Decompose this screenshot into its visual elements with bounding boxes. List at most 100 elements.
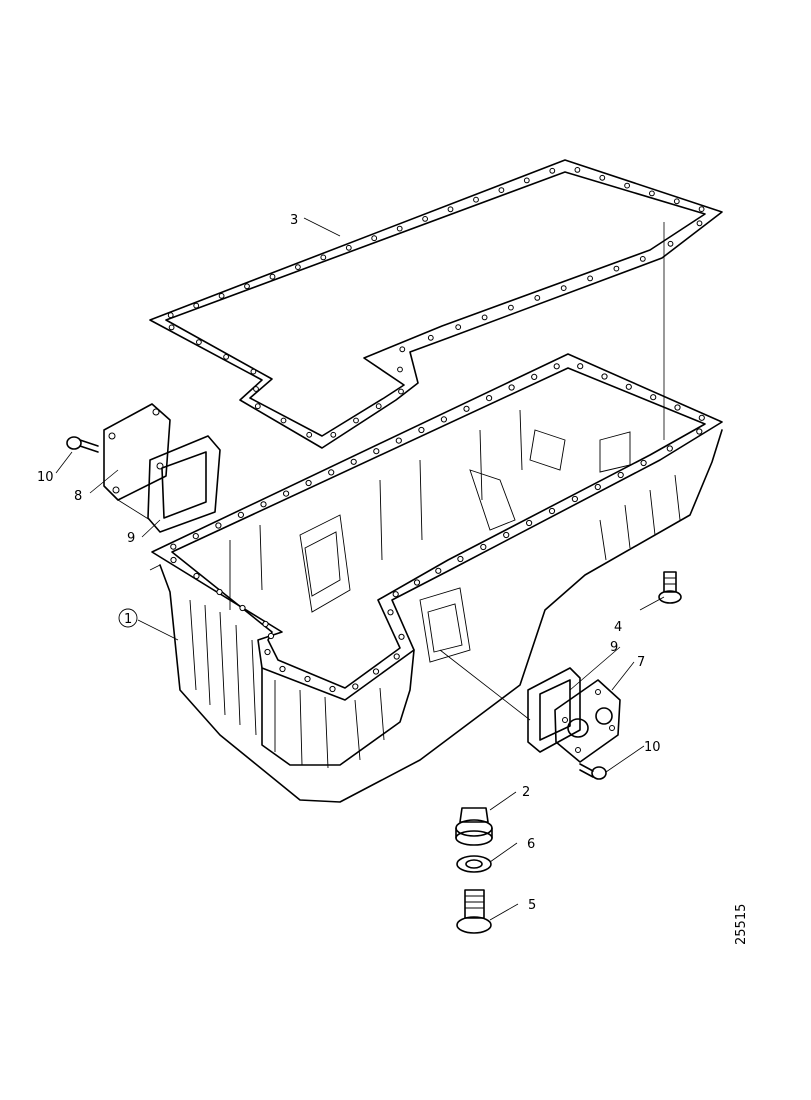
- bolt-hole: [560, 285, 567, 292]
- bolt-hole: [306, 431, 313, 438]
- callout-10-left: 10: [37, 470, 54, 485]
- bolt-hole: [353, 417, 359, 424]
- bolt-hole: [269, 273, 276, 280]
- callouts: 1 2 3 4 5 6 7 8 9 9 10 10: [37, 213, 661, 913]
- bolt-hole: [304, 675, 311, 683]
- oil-pan-gasket: [149, 159, 723, 449]
- bolt-hole: [328, 469, 335, 476]
- bolt-hole: [330, 431, 337, 438]
- bolt-hole: [254, 403, 261, 410]
- bolt-hole: [244, 283, 250, 290]
- bolt-hole: [192, 533, 199, 540]
- bolt-hole: [577, 363, 584, 370]
- bolt-hole: [463, 405, 470, 412]
- bolt-hole: [262, 620, 269, 628]
- bolt-hole: [375, 403, 382, 410]
- bolt-hole: [387, 609, 394, 616]
- drain-plug-upper: [455, 807, 493, 846]
- bolt-hole: [329, 685, 336, 693]
- bolt-hole: [320, 254, 327, 261]
- bolt-hole: [267, 632, 275, 640]
- bolt-hole: [613, 265, 620, 272]
- bolt-hole: [531, 373, 538, 380]
- cover-plate-left: [103, 403, 171, 501]
- bolt-hole: [574, 167, 581, 173]
- bolt-hole: [239, 604, 246, 612]
- bolt-hole: [218, 293, 225, 299]
- callout-6: 6: [527, 837, 535, 852]
- bolt-hole: [260, 501, 267, 508]
- bolt-hole: [170, 543, 177, 550]
- bolt-hole: [167, 312, 174, 319]
- bolt-hole: [548, 507, 556, 515]
- callout-4: 4: [614, 620, 622, 635]
- bolt-hole: [280, 417, 287, 424]
- bolt-hole: [473, 196, 479, 203]
- bolt-hole: [508, 304, 514, 311]
- callout-10-right: 10: [644, 740, 661, 755]
- bolt-hole: [418, 426, 425, 434]
- callout-5: 5: [528, 898, 536, 913]
- bolt-hole: [601, 373, 608, 380]
- bolt-hole: [666, 445, 673, 452]
- gasket-right: [527, 667, 581, 753]
- bolt-hole: [371, 235, 378, 242]
- gasket-left: [147, 435, 221, 533]
- bolt-hole: [168, 324, 175, 331]
- bolt-hole: [480, 543, 487, 551]
- bolt-hole: [674, 404, 681, 411]
- bolt-hole: [549, 167, 556, 174]
- bolt-hole: [193, 302, 200, 309]
- bolt-hole: [170, 556, 177, 564]
- bolt-right: [579, 763, 607, 780]
- bolt-hole: [553, 363, 560, 370]
- bolt-hole: [457, 555, 464, 563]
- bolt-hole: [435, 567, 442, 574]
- bolt-hole: [373, 448, 380, 455]
- bolt-hole: [193, 572, 200, 580]
- bolt-hole: [215, 522, 222, 529]
- oil-pan: [149, 353, 723, 803]
- bolt-hole: [639, 256, 646, 262]
- bolt-hole: [481, 314, 488, 321]
- callout-1: 1: [124, 612, 132, 627]
- bolt-hole: [625, 383, 632, 390]
- bolt-hole: [253, 386, 259, 392]
- bolt-hole: [392, 591, 399, 598]
- bolt-hole: [295, 264, 301, 271]
- flange-right: [554, 679, 621, 763]
- bolt-hole: [447, 206, 454, 213]
- bolt-top-right: [658, 571, 682, 604]
- bolt-hole: [587, 275, 593, 282]
- bolt-hole: [422, 216, 429, 222]
- bolt-left: [66, 436, 99, 453]
- bolt-hole: [396, 225, 403, 232]
- bolt-hole: [667, 240, 674, 247]
- drain-plug-lower: [456, 889, 492, 934]
- bolt-hole: [640, 459, 647, 467]
- bolt-hole: [350, 458, 357, 465]
- callout-9-right: 9: [610, 640, 618, 655]
- callout-2: 2: [522, 785, 530, 800]
- bolt-hole: [534, 295, 541, 301]
- bolt-hole: [698, 414, 705, 421]
- bolt-hole: [305, 479, 312, 487]
- callout-9-left: 9: [127, 531, 135, 546]
- bolt-hole: [649, 190, 655, 197]
- bolt-hole: [283, 490, 290, 497]
- bolt-hole: [508, 384, 515, 391]
- bolt-hole: [413, 579, 421, 586]
- bolt-hole: [250, 368, 257, 375]
- bolt-hole: [440, 416, 447, 423]
- bolt-hole: [345, 244, 352, 251]
- callout-3: 3: [290, 213, 298, 228]
- reference-number: 25515: [734, 904, 749, 945]
- bolt-hole: [427, 334, 434, 341]
- bolt-hole: [279, 665, 286, 673]
- leader-lines: [55, 217, 665, 921]
- bolt-hole: [196, 339, 202, 346]
- bolt-hole: [372, 668, 380, 675]
- bolt-hole: [698, 206, 705, 213]
- bolt-hole: [503, 531, 510, 539]
